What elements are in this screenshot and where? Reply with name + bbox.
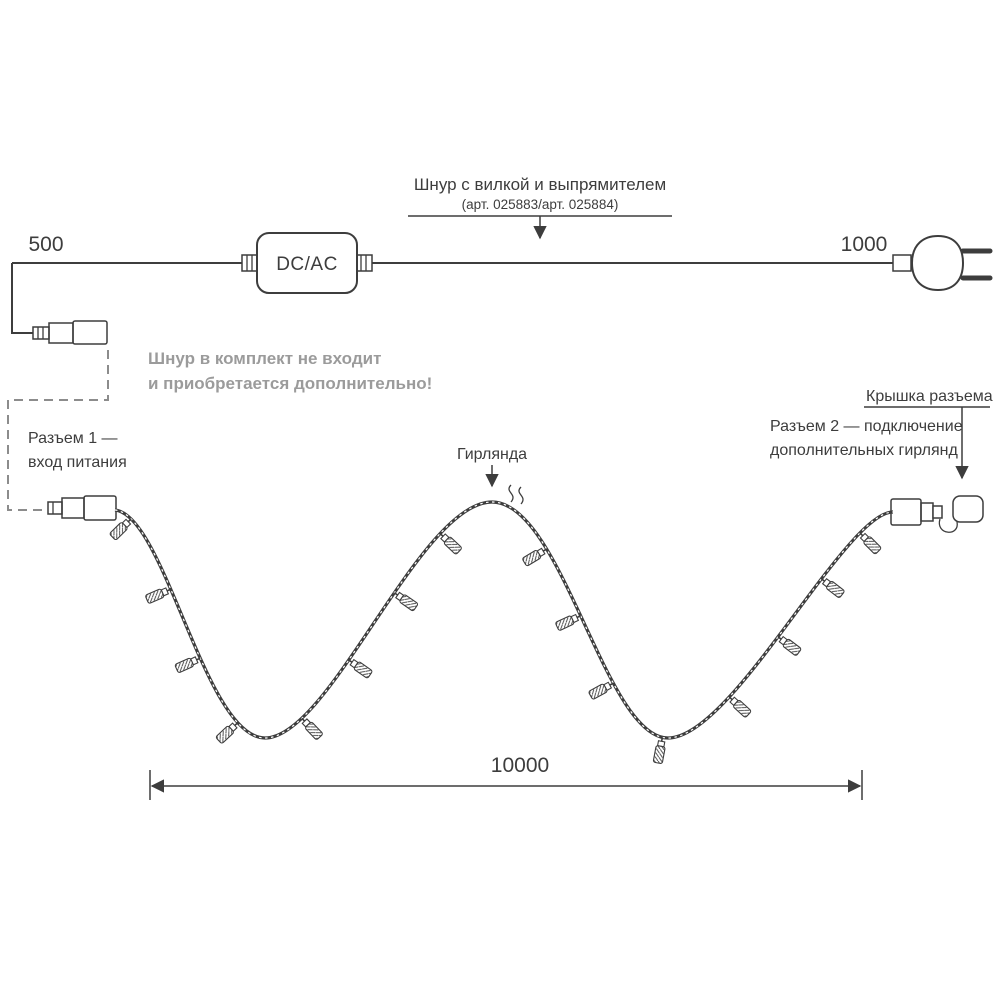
- led-bulb: [145, 587, 172, 604]
- led-bulb: [109, 518, 132, 541]
- garland-wire-twist-texture: [114, 501, 894, 739]
- dashed-connection-route: [7, 350, 109, 511]
- led-bulb: [820, 577, 845, 598]
- dim-500-label: 500: [28, 233, 63, 256]
- led-bulb: [859, 532, 882, 555]
- cap-strap: [938, 518, 958, 533]
- connector1-label-line2: вход питания: [28, 454, 127, 471]
- led-bulb: [393, 591, 419, 612]
- dcac-converter-box: DC/AC: [241, 232, 373, 294]
- break-squiggle: [518, 486, 524, 505]
- connector1-sleeve: [83, 495, 117, 521]
- dim-10000-label: 10000: [491, 754, 549, 777]
- led-bulb: [439, 532, 462, 555]
- power-cord-assembly: Шнур с вилкой и выпрямителем (арт. 02588…: [7, 175, 993, 511]
- break-gap: [508, 486, 524, 508]
- cord-article-label: (арт. 025883/арт. 025884): [462, 197, 619, 212]
- led-bulb: [348, 658, 373, 679]
- connector-tip: [32, 326, 50, 340]
- note-line1: Шнур в комплект не входит: [148, 349, 381, 368]
- led-bulb: [174, 656, 201, 673]
- power-plug: [892, 234, 993, 292]
- led-bulb: [588, 681, 614, 700]
- connector2-label-line1: Разъем 2 — подключение: [770, 418, 963, 435]
- led-bulb: [777, 635, 802, 656]
- converter-strain-relief-left: [241, 254, 259, 272]
- note-line2: и приобретается дополнительно!: [148, 374, 432, 393]
- connector-cap: [952, 495, 984, 523]
- led-bulb: [522, 547, 548, 567]
- connector2-sleeve: [890, 498, 922, 526]
- cord-end-connector: [32, 320, 108, 345]
- led-bulb: [215, 722, 239, 744]
- connector2-collar: [920, 502, 934, 522]
- converter-label: DC/AC: [276, 254, 338, 275]
- cap-label: Крышка разъема: [866, 388, 993, 405]
- garland-wire: [114, 500, 894, 740]
- connector-collar: [48, 322, 74, 344]
- cord-title-label: Шнур с вилкой и выпрямителем: [414, 175, 666, 194]
- connector-sleeve: [72, 320, 108, 345]
- connector1-label-line1: Разъем 1 —: [28, 430, 118, 447]
- break-squiggle: [508, 484, 514, 503]
- converter-strain-relief-right: [355, 254, 373, 272]
- connector-1: [47, 495, 117, 521]
- wire-break-symbol: [508, 484, 524, 508]
- plug-strain-relief: [892, 254, 912, 272]
- converter-body: [256, 232, 358, 294]
- led-bulb: [652, 737, 666, 764]
- connector1-collar: [61, 497, 85, 519]
- cord-left-drop: [11, 263, 34, 334]
- led-bulb: [301, 717, 323, 740]
- garland-label: Гирлянда: [457, 446, 527, 463]
- plug-body: [910, 234, 965, 292]
- dimension-10000: 10000: [149, 754, 863, 800]
- connector-2: [890, 495, 984, 533]
- garland-assembly: Разъем 1 — вход питания Гирлянда Разъем …: [28, 388, 993, 800]
- connector2-tip: [932, 505, 943, 519]
- led-bulb: [555, 613, 581, 631]
- dim-1000-label: 1000: [841, 233, 888, 256]
- led-bulb: [728, 696, 752, 718]
- connector2-label-line2: дополнительных гирлянд: [770, 442, 958, 459]
- connector1-tip: [47, 501, 63, 515]
- led-bulbs: [109, 518, 882, 764]
